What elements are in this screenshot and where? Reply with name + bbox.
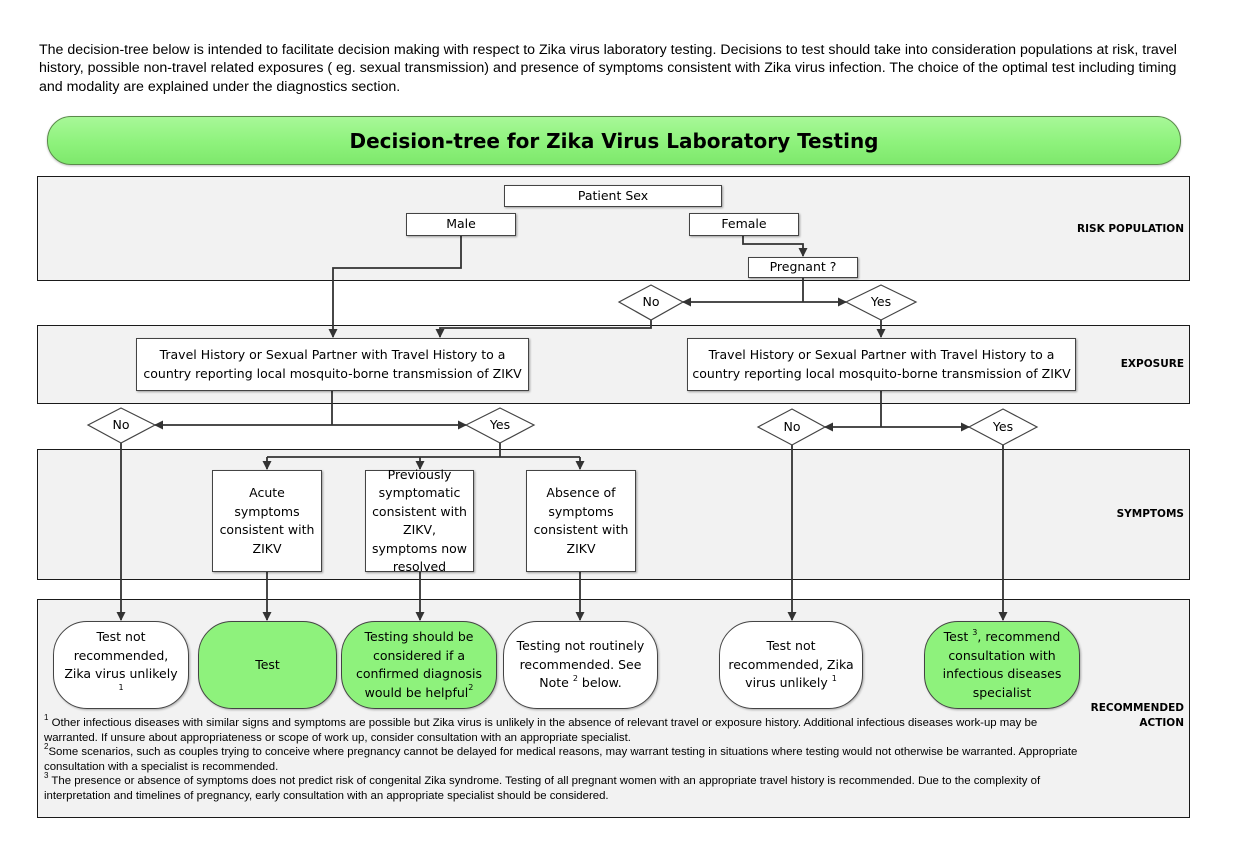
pregnant-box: Pregnant ? xyxy=(748,257,858,278)
footnote-1: 1 Other infectious diseases with similar… xyxy=(44,713,1038,744)
diagram-title: Decision-tree for Zika Virus Laboratory … xyxy=(349,128,879,153)
title-banner: Decision-tree for Zika Virus Laboratory … xyxy=(47,116,1181,165)
band-label-symptoms: SYMPTOMS xyxy=(1116,508,1184,520)
footnote-3: 3 The presence or absence of symptoms do… xyxy=(44,771,1041,802)
patient-sex-box: Patient Sex xyxy=(504,185,722,207)
diamond-label-no: No xyxy=(112,417,130,432)
diamond-label-yes: Yes xyxy=(992,419,1014,434)
acute-symptoms-box: Acute symptoms consistent with ZIKV xyxy=(212,470,322,572)
footnote-2: 2Some scenarios, such as couples trying … xyxy=(44,742,1078,773)
band-label-risk: RISK POPULATION xyxy=(1077,223,1184,235)
male-box: Male xyxy=(406,213,516,236)
action-testing-not-routine: Testing not routinely recommended. See N… xyxy=(503,621,658,709)
diamond-label-yes: Yes xyxy=(489,417,511,432)
female-box: Female xyxy=(689,213,799,236)
previously-symptomatic-box: Previously symptomatic consistent with Z… xyxy=(365,467,474,574)
diamond-label-no: No xyxy=(783,419,801,434)
action-test-not-recommended-right: Test not recommended, Zika virus unlikel… xyxy=(719,621,863,709)
travel-history-box-left: Travel History or Sexual Partner with Tr… xyxy=(136,338,529,391)
action-test-not-recommended-left: Test not recommended, Zika virus unlikel… xyxy=(53,621,189,709)
footnotes: 1 Other infectious diseases with similar… xyxy=(44,713,1084,803)
band-label-action: RECOMMENDED ACTION xyxy=(1090,702,1184,729)
intro-paragraph: The decision-tree below is intended to f… xyxy=(39,42,1177,95)
absence-symptoms-box: Absence of symptoms consistent with ZIKV xyxy=(526,470,636,572)
diamond-label-no: No xyxy=(642,294,660,309)
action-test: Test xyxy=(198,621,337,709)
travel-history-box-right: Travel History or Sexual Partner with Tr… xyxy=(687,338,1076,391)
action-testing-considered: Testing should be considered if a confir… xyxy=(341,621,497,709)
action-test-consult-specialist: Test 3, recommend consultation with infe… xyxy=(924,621,1080,709)
band-label-exposure: EXPOSURE xyxy=(1120,358,1184,370)
diamond-label-yes: Yes xyxy=(870,294,892,309)
